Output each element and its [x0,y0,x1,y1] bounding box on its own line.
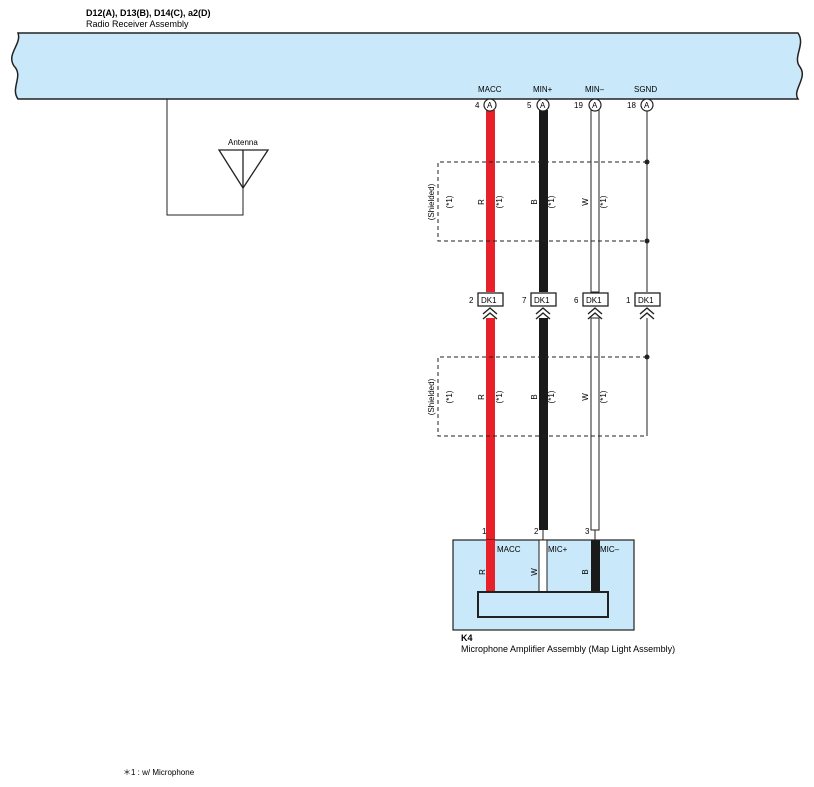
amplifier-id: K4 [461,633,473,643]
connector-letter-a-3: A [592,101,598,110]
junction-id-3: DK1 [586,296,602,305]
pin-number-19: 19 [574,101,583,110]
component-name: Radio Receiver Assembly [86,19,189,29]
wire-code-b-lower: B [530,394,539,399]
wire-note-w-upper: (*1) [599,195,608,208]
connector-letter-a-4: A [644,101,650,110]
footnote: ＊1 : w/ Microphone [123,768,195,777]
chevron-marks [482,307,655,320]
amplifier-inner-block [477,591,609,618]
pin-signal-macc: MACC [478,85,502,94]
junction-number-6: 6 [574,296,579,305]
amp-wire-code-w: W [530,568,539,576]
junction-number-1: 1 [626,296,631,305]
amplifier-name: Microphone Amplifier Assembly (Map Light… [461,644,675,654]
shield-box-upper [437,159,650,244]
wire-note-b-lower: (*1) [547,390,556,403]
junction-id-1: DK1 [481,296,497,305]
amp-wire-black [591,540,600,592]
wire-red-upper [486,110,495,292]
wire-note-r-lower: (*1) [495,390,504,403]
amp-pin-signal-macc: MACC [497,545,521,554]
wire-code-b-upper: B [530,199,539,204]
antenna-symbol [166,99,270,216]
junction-number-2: 2 [469,296,474,305]
wire-black-lower [539,318,548,530]
connector-letter-a-1: A [487,101,493,110]
pin-number-5: 5 [527,101,532,110]
amp-pin-signal-mic-plus: MIC+ [548,545,568,554]
amp-wire-white [538,539,548,593]
pin-signal-min-minus: MIN– [585,85,605,94]
amp-wire-code-b: B [581,569,590,574]
junction-id-2: DK1 [534,296,550,305]
wire-code-w-upper: W [581,198,590,206]
wire-code-w-lower: W [581,393,590,401]
pin-number-4: 4 [475,101,480,110]
shield-note-lower: (*1) [445,390,454,403]
amp-pin-number-3: 3 [585,527,590,536]
antenna-label: Antenna [228,138,258,147]
shield-box-lower [437,354,650,437]
connector-letter-a-2: A [540,101,546,110]
wire-note-b-upper: (*1) [547,195,556,208]
wire-white-lower [590,317,600,531]
amp-wire-red [486,540,495,592]
wire-red-lower [486,318,495,591]
shield-note-upper: (*1) [445,195,454,208]
wire-code-r-lower: R [477,394,486,400]
junction-number-7: 7 [522,296,527,305]
junction-connector-boxes [477,292,661,307]
wire-note-r-upper: (*1) [495,195,504,208]
wire-black-upper [539,110,548,292]
junction-id-4: DK1 [638,296,654,305]
pin-signal-sgnd: SGND [634,85,657,94]
radio-receiver-band [11,32,803,100]
pin-number-18: 18 [627,101,636,110]
connector-ids: D12(A), D13(B), D14(C), a2(D) [86,8,211,18]
wire-code-r-upper: R [477,199,486,205]
shielded-label-upper: (Shielded) [427,183,436,220]
wire-white-upper [590,109,600,293]
pin-signal-min-plus: MIN+ [533,85,553,94]
amp-pin-number-2: 2 [534,527,539,536]
shielded-label-lower: (Shielded) [427,378,436,415]
amp-pin-number-1: 1 [482,527,487,536]
amp-pin-signal-mic-minus: MIC– [600,545,620,554]
amp-wire-code-r: R [478,569,487,575]
receiver-connector-circles [483,98,654,112]
wire-note-w-lower: (*1) [599,390,608,403]
